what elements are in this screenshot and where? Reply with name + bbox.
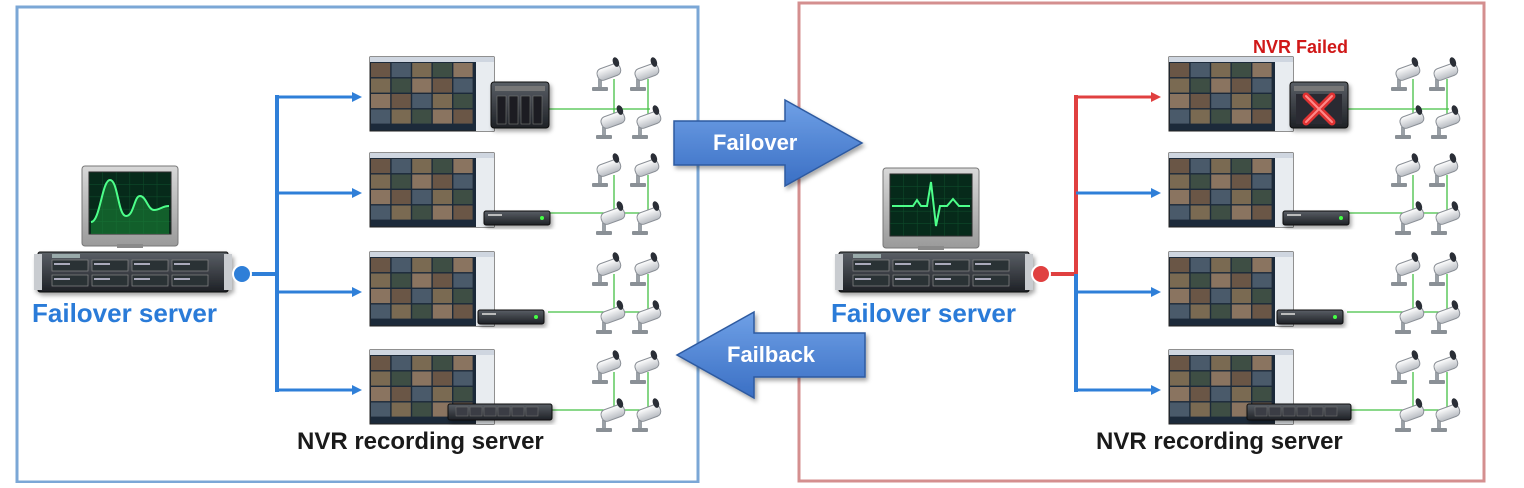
ip-camera-icon: [1431, 398, 1461, 432]
ip-camera-icon: [592, 153, 622, 187]
ip-camera-icon: [1395, 300, 1425, 334]
nvr-failed-label: NVR Failed: [1253, 37, 1349, 57]
nvr-device-icon: [1246, 403, 1352, 421]
vms-screen-thumbnail: [1168, 56, 1294, 132]
failover-server-rack-icon: [34, 251, 232, 293]
ip-camera-icon: [1431, 201, 1461, 235]
camera-cluster: [592, 153, 662, 235]
nvr-device-icon: [490, 81, 550, 129]
link-arrow: [277, 92, 362, 102]
ip-camera-icon: [596, 201, 626, 235]
nvr-device-icon: [447, 403, 553, 421]
ip-camera-icon: [632, 201, 662, 235]
nvr-device-icon: [477, 309, 545, 325]
ip-camera-icon: [630, 57, 660, 91]
ip-camera-icon: [632, 300, 662, 334]
link-arrow: [1076, 385, 1161, 395]
hub-dot: [232, 264, 252, 284]
left-panel-border: [15, 5, 700, 484]
vms-screen-thumbnail: [1168, 152, 1294, 228]
link-arrow: [277, 188, 362, 198]
failback-arrow-label: Failback: [727, 342, 816, 367]
right-panel-border: [797, 1, 1486, 483]
ip-camera-icon: [1395, 398, 1425, 432]
failover-arrow-label: Failover: [713, 130, 798, 155]
network-bus: [1041, 95, 1078, 392]
ip-camera-icon: [592, 350, 622, 384]
ip-camera-icon: [592, 57, 622, 91]
ip-camera-icon: [596, 105, 626, 139]
link-arrow: [1076, 188, 1161, 198]
ip-camera-icon: [1429, 252, 1459, 286]
ip-camera-icon: [632, 398, 662, 432]
ip-camera-icon: [596, 300, 626, 334]
ip-camera-icon: [632, 105, 662, 139]
link-arrow: [277, 385, 362, 395]
monitor-icon: [81, 165, 179, 248]
vms-screen-thumbnail: [369, 56, 495, 132]
hub-dot: [1031, 264, 1051, 284]
ip-camera-icon: [596, 398, 626, 432]
ip-camera-icon: [1391, 252, 1421, 286]
failed-x-icon: [1302, 92, 1336, 126]
nvr-device-icon: [483, 210, 551, 226]
monitor-icon: [882, 167, 980, 250]
right-failover-server-label: Failover server: [831, 298, 1017, 328]
vms-screen-thumbnail: [369, 152, 495, 228]
failback-arrow: [675, 310, 866, 400]
ip-camera-icon: [1431, 105, 1461, 139]
camera-cluster: [1391, 57, 1461, 139]
failover-server-rack-icon: [835, 251, 1033, 293]
vms-screen-thumbnail: [369, 251, 495, 327]
ip-camera-icon: [1391, 153, 1421, 187]
nvr-device-icon: [1282, 210, 1350, 226]
ip-camera-icon: [1429, 57, 1459, 91]
link-arrow: [277, 287, 362, 297]
ip-camera-icon: [1429, 153, 1459, 187]
left-failover-server-label: Failover server: [32, 298, 218, 328]
ip-camera-icon: [630, 153, 660, 187]
ip-camera-icon: [1431, 300, 1461, 334]
camera-cluster: [592, 350, 662, 432]
ip-camera-icon: [1391, 57, 1421, 91]
failed-nvr-device-icon: [1289, 81, 1349, 129]
camera-cluster: [592, 57, 662, 139]
nvr-device-icon: [1276, 309, 1344, 325]
link-arrow: [1076, 287, 1161, 297]
ip-camera-icon: [1391, 350, 1421, 384]
ip-camera-icon: [630, 350, 660, 384]
right-nvr-recording-server-label: NVR recording server: [1096, 428, 1343, 455]
ip-camera-icon: [592, 252, 622, 286]
left-nvr-recording-server-label: NVR recording server: [297, 428, 544, 455]
camera-cluster: [1391, 252, 1461, 334]
camera-cluster: [592, 252, 662, 334]
vms-screen-thumbnail: [1168, 251, 1294, 327]
failover-arrow: [673, 98, 864, 188]
ip-camera-icon: [1429, 350, 1459, 384]
camera-cluster: [1391, 153, 1461, 235]
network-bus: [242, 95, 279, 392]
ip-camera-icon: [630, 252, 660, 286]
left-panel: [34, 56, 662, 432]
ip-camera-icon: [1395, 105, 1425, 139]
right-panel: [835, 56, 1461, 432]
camera-cluster: [1391, 350, 1461, 432]
link-arrow: [1076, 92, 1161, 102]
ip-camera-icon: [1395, 201, 1425, 235]
